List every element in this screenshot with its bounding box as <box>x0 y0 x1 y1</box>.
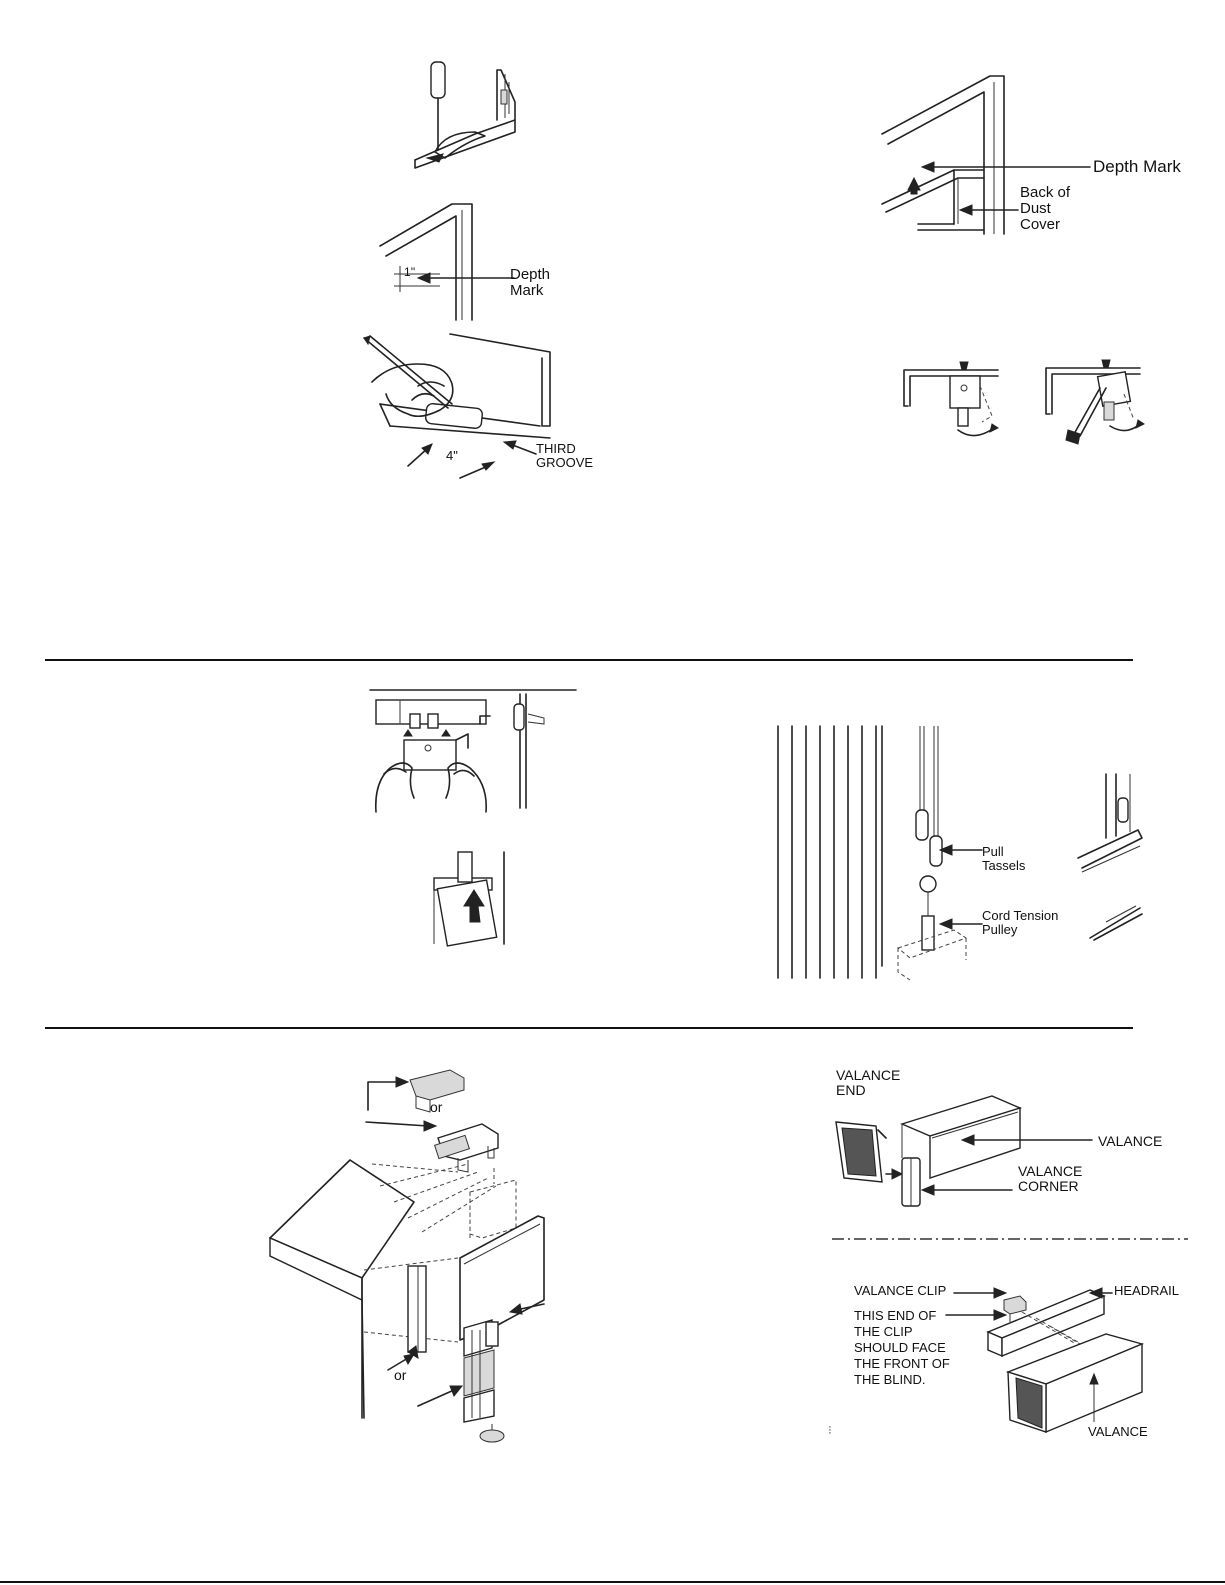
pull-tassels-arrow <box>940 842 984 858</box>
marker-glyph: ⁝ <box>828 1424 832 1437</box>
clip-note-label: THIS END OF THE CLIP SHOULD FACE THE FRO… <box>854 1308 950 1389</box>
cord-tension-pulley-arrow <box>940 916 984 932</box>
depth-mark-arrow <box>418 270 518 286</box>
valance-clip-label: VALANCE CLIP <box>854 1284 946 1298</box>
section-divider-2 <box>45 1027 1133 1029</box>
hands-install-bracket-illustration <box>370 688 580 816</box>
valance-label-right: VALANCE <box>1098 1134 1162 1149</box>
bracket-hook-rotation-illustration-2 <box>1044 354 1144 446</box>
clip-note-arrow <box>946 1308 1006 1322</box>
page-bottom-rule <box>0 1581 1225 1583</box>
depth-mark-label-left: Depth Mark <box>510 267 550 299</box>
window-sill-corner-illustration <box>1076 772 1144 940</box>
headrail-arrow <box>1090 1286 1112 1300</box>
valance-label-bottom: VALANCE <box>1088 1425 1148 1439</box>
third-groove-arrow <box>504 438 538 458</box>
section-divider-1 <box>45 659 1133 661</box>
or-label-top: or <box>430 1100 442 1115</box>
headrail-label: HEADRAIL <box>1114 1284 1179 1298</box>
hand-pencil-marking-illustration <box>360 334 560 444</box>
back-of-dust-cover-label: Back of Dust Cover <box>1020 185 1070 234</box>
valance-exploded-assembly-illustration <box>268 1068 558 1444</box>
bracket-hook-rotation-illustration-1 <box>894 356 1004 440</box>
depth-mark-label-top: Depth Mark <box>1093 158 1181 176</box>
card-arrow-bracket-illustration <box>428 852 512 946</box>
dash-dot-divider <box>832 1236 1188 1242</box>
third-groove-label: THIRD GROOVE <box>536 442 593 470</box>
valance-corner-label: VALANCE CORNER <box>1018 1164 1082 1194</box>
or-label-bottom: or <box>394 1368 406 1383</box>
pull-tassels-label: Pull Tassels <box>982 845 1025 873</box>
cord-tension-pulley-label: Cord Tension Pulley <box>982 909 1058 937</box>
screwdriver-bracket-illustration <box>405 62 525 177</box>
valance-clip-arrow <box>954 1286 1006 1300</box>
window-frame-depth-mark-illustration <box>380 196 490 322</box>
four-inch-label: 4" <box>446 449 458 463</box>
valance-end-label: VALANCE END <box>836 1068 900 1098</box>
one-inch-label: 1" <box>404 266 415 279</box>
depth-mark-arrow-top <box>922 158 1092 176</box>
dust-cover-arrow <box>960 202 1020 218</box>
valance-clip-headrail-illustration <box>986 1282 1146 1438</box>
